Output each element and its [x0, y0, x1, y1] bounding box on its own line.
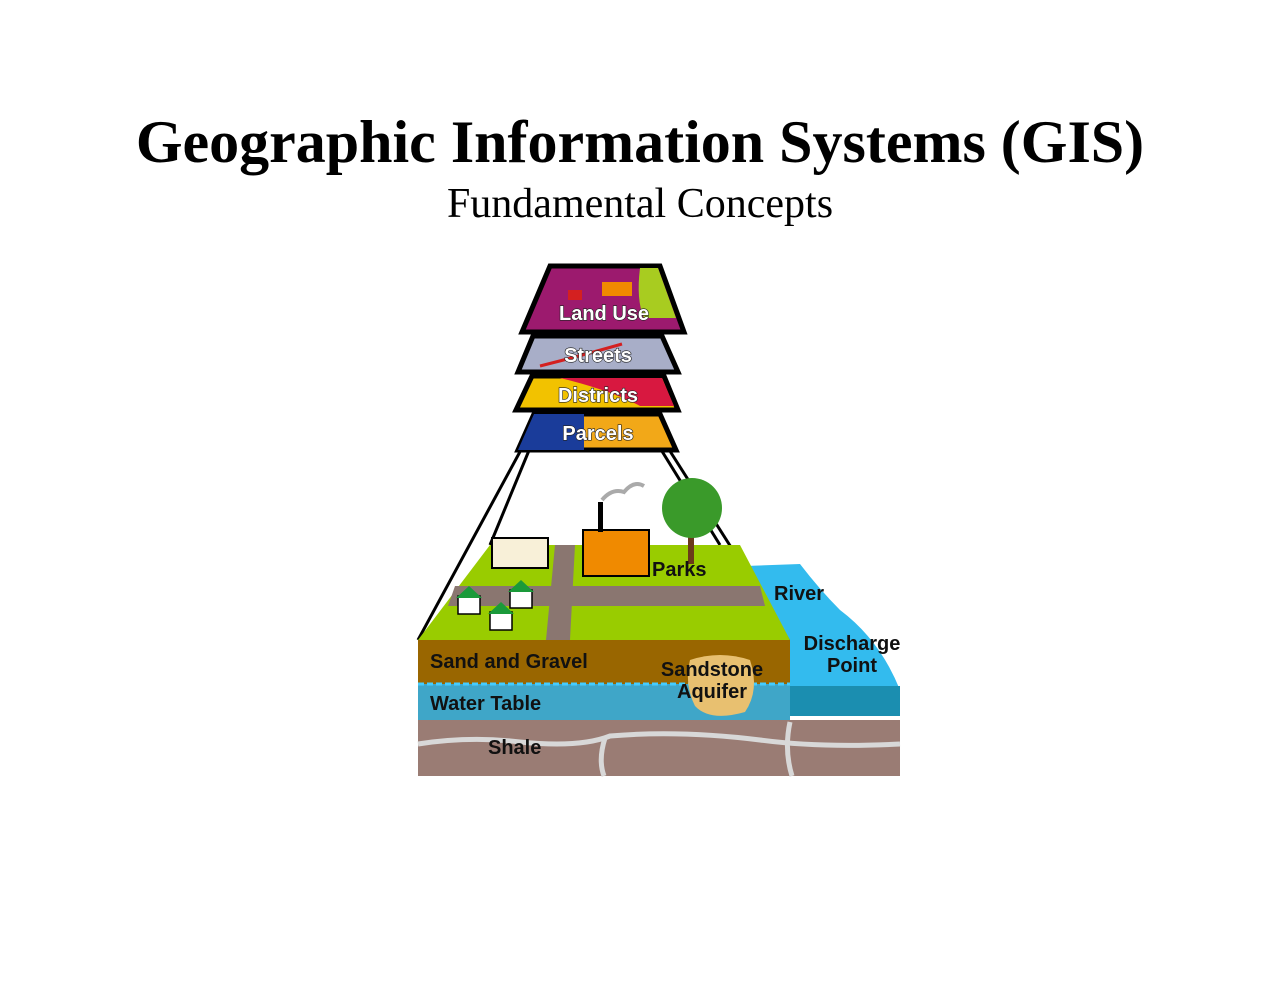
- layer-streets: Streets: [514, 333, 682, 375]
- label-sandstone: Sandstone: [661, 659, 763, 681]
- label-sand-gravel: Sand and Gravel: [430, 651, 588, 673]
- page-subtitle: Fundamental Concepts: [446, 181, 834, 227]
- label-water-table: Water Table: [430, 693, 541, 715]
- page-title: Geographic Information Systems (GIS): [135, 109, 1145, 175]
- label-discharge: Discharge: [804, 633, 901, 655]
- layer-land-use: Land Use: [518, 263, 688, 335]
- layer-label-land-use: Land Use: [559, 303, 649, 325]
- label-aquifer: Aquifer: [677, 681, 747, 703]
- ground-scene: [417, 478, 901, 777]
- label-shale: Shale: [488, 737, 541, 759]
- label-discharge-point: Point: [827, 655, 877, 677]
- layer-parcels: Parcels: [514, 411, 680, 453]
- label-parks: Parks: [652, 559, 707, 581]
- label-river: River: [774, 583, 824, 605]
- layer-districts: Districts: [512, 373, 682, 413]
- layer-label-streets: Streets: [564, 345, 632, 367]
- layer-label-parcels: Parcels: [562, 423, 633, 445]
- layer-label-districts: Districts: [558, 385, 638, 407]
